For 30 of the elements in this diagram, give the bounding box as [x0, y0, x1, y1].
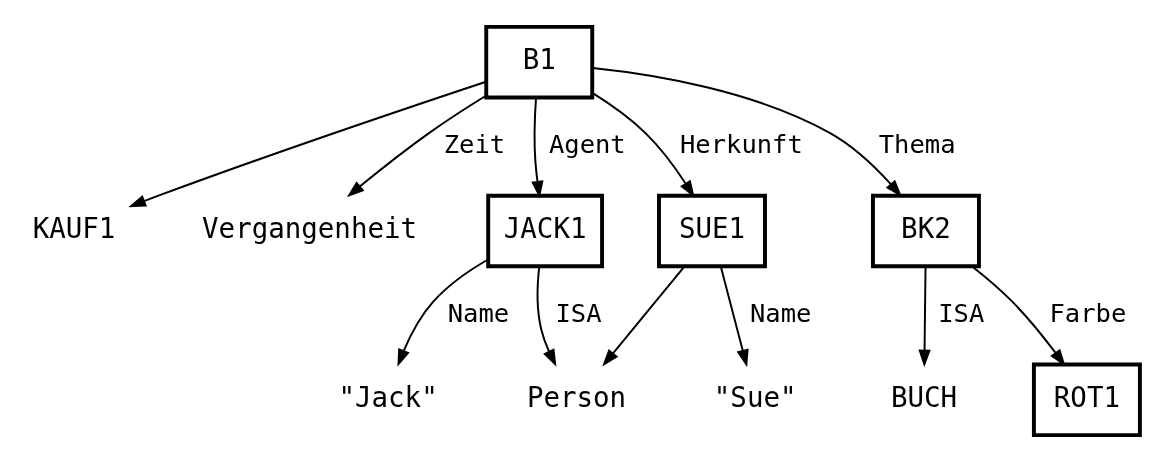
edge-label: ISA	[555, 297, 602, 328]
arrow	[531, 96, 544, 199]
node-text: Vergangenheit	[202, 211, 418, 244]
edge-label: Zeit	[443, 128, 506, 159]
node-box: JACK1	[486, 193, 605, 268]
node-text: Person	[526, 380, 627, 413]
node-box: SUE1	[657, 193, 767, 268]
edge-label: Thema	[878, 128, 956, 159]
node-box: BK2	[870, 193, 981, 268]
edge-label: Name	[749, 297, 812, 328]
edge-label: ISA	[938, 297, 985, 328]
node-box: B1	[484, 24, 595, 99]
arrow	[346, 94, 487, 197]
node-text: "Sue"	[713, 380, 797, 413]
edge-label: Farbe	[1049, 297, 1127, 328]
edge-label: Herkunft	[680, 128, 803, 159]
arrow	[918, 265, 931, 367]
node-box: ROT1	[1031, 362, 1142, 437]
arrow	[591, 91, 695, 198]
edge-label: Agent	[548, 128, 626, 159]
edge-label: Name	[447, 297, 510, 328]
arrow	[719, 265, 749, 367]
node-text: BUCH	[890, 380, 958, 413]
arrow	[602, 265, 685, 367]
arrow	[971, 265, 1066, 367]
arrow	[128, 80, 487, 207]
arrow	[591, 66, 902, 197]
arrow	[397, 258, 490, 367]
node-text: "Jack"	[338, 380, 438, 413]
node-text: KAUF1	[32, 211, 116, 244]
